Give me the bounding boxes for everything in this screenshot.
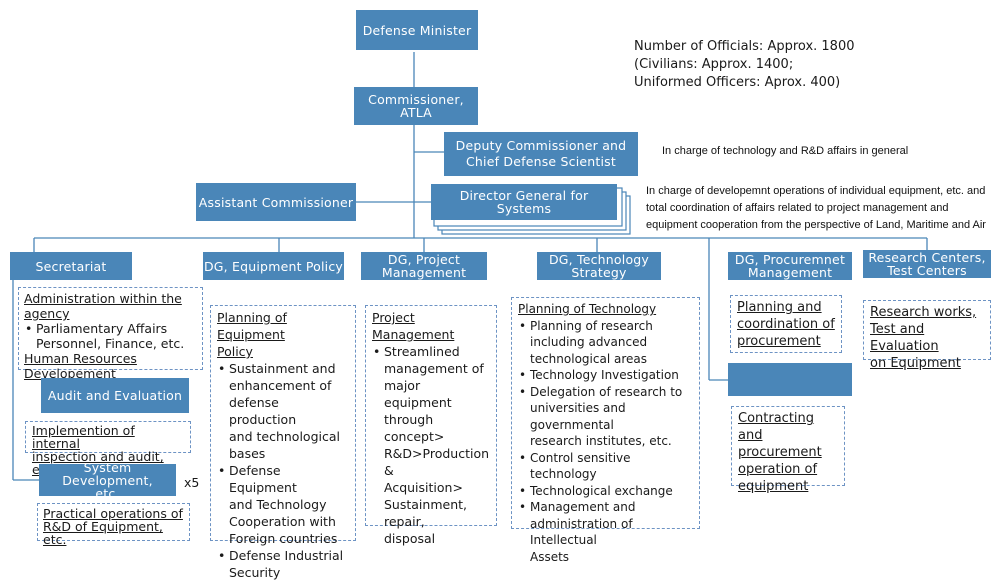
dg-technology-strategy-box: DG, Technology Strategy bbox=[537, 252, 661, 280]
procurement-contracting: Contracting and procurement operation of… bbox=[731, 406, 845, 494]
list-item: Planning of research including advanced … bbox=[518, 318, 693, 368]
dg-systems-box: Director General for Systems bbox=[431, 184, 617, 220]
list-item: Technology Investigation bbox=[518, 367, 693, 384]
list-item: Sustainment and enhancement of defense p… bbox=[217, 360, 349, 462]
assistant-commissioner-box: Assistant Commissioner bbox=[196, 183, 356, 221]
technology-strategy-title: Planning of Technology bbox=[518, 302, 657, 316]
list-item: Control sensitive technology bbox=[518, 450, 693, 483]
audit-evaluation-box: Audit and Evaluation bbox=[41, 378, 189, 413]
system-development-multiplier: x5 bbox=[184, 475, 200, 490]
list-item: Management and administration of Intelle… bbox=[518, 499, 693, 565]
equipment-policy-details: Planning of Equipment Policy Sustainment… bbox=[210, 305, 356, 580]
deputy-note: In charge of technology and R&D affairs … bbox=[662, 145, 909, 157]
commissioner-box: Commissioner, ATLA bbox=[354, 87, 478, 125]
equipment-policy-title: Planning of Equipment bbox=[217, 310, 287, 342]
list-item: Defense Industrial Security bbox=[217, 547, 349, 581]
officials-count: Number of Officials: Approx. 1800 (Civil… bbox=[634, 38, 914, 92]
administration-box: Administration within the agency Parliam… bbox=[18, 287, 203, 381]
research-centers-box: Research Centers, Test Centers bbox=[863, 250, 991, 278]
audit-description: Implemention of internal inspection and … bbox=[25, 421, 191, 476]
deputy-commissioner-box: Deputy Commissioner and Chief Defense Sc… bbox=[444, 132, 638, 176]
dg-equipment-policy-box: DG, Equipment Policy bbox=[203, 252, 344, 280]
secretariat-box: Secretariat bbox=[10, 252, 132, 280]
project-management-details: Project Management Streamlined managemen… bbox=[365, 305, 497, 546]
list-item: Technological exchange bbox=[518, 483, 693, 500]
project-management-title: Project bbox=[372, 310, 415, 325]
officials-civilians: (Civilians: Approx. 1400; bbox=[634, 57, 794, 72]
procurement-planning: Planning and coordination of procurement bbox=[730, 295, 842, 353]
list-item: Parliamentary Affairs Personnel, Finance… bbox=[24, 321, 197, 351]
list-item: Defense Equipment and Technology Coopera… bbox=[217, 462, 349, 547]
administration-title: Administration within the bbox=[24, 291, 182, 306]
officials-uniformed: Uniformed Officers: Aprox. 400) bbox=[634, 75, 841, 90]
research-details: Research works, Test and Evaluation on E… bbox=[863, 300, 991, 371]
procurement-unit-box bbox=[728, 363, 852, 396]
hr-development: Human Resources Developement bbox=[24, 351, 137, 381]
list-item: Streamlined management of major equipmen… bbox=[372, 343, 490, 547]
list-item: Delegation of research to universities a… bbox=[518, 384, 693, 450]
defense-minister-box: Defense Minister bbox=[356, 10, 478, 50]
dg-procurement-management-box: DG, Procuremnet Management bbox=[728, 252, 852, 280]
officials-total: Number of Officials: Approx. 1800 bbox=[634, 39, 855, 54]
dg-project-management-box: DG, Project Management bbox=[361, 252, 487, 280]
dg-systems-note: In charge of developemnt operations of i… bbox=[646, 185, 986, 231]
technology-strategy-details: Planning of Technology Planning of resea… bbox=[511, 297, 700, 564]
system-development-box: System Development, etc. bbox=[39, 461, 176, 500]
system-development-description: Practical operations of R&D of Equipment… bbox=[37, 503, 190, 546]
